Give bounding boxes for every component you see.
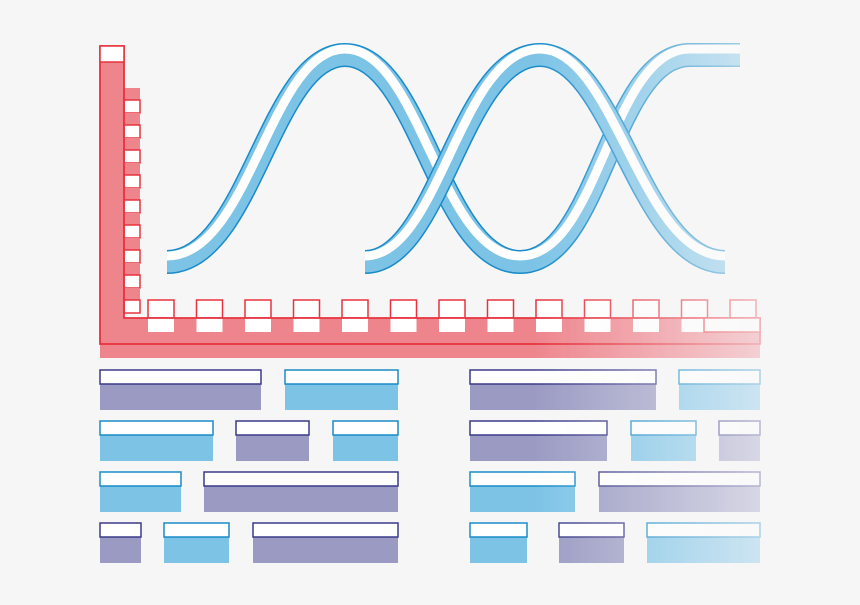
x-tick-gap <box>633 318 659 332</box>
x-tick-gap <box>390 318 417 332</box>
block-navy-top <box>235 420 310 436</box>
y-tick-gap <box>123 149 141 164</box>
x-tick-gap <box>536 318 562 332</box>
y-tick-gap <box>123 124 141 139</box>
x-tick <box>147 299 175 319</box>
block-blue-top <box>630 420 697 436</box>
y-tick-gap <box>123 249 141 264</box>
block-navy-top <box>469 420 608 436</box>
curve-b-highlight <box>364 44 726 261</box>
x-tick <box>389 299 418 319</box>
y-tick <box>124 213 140 225</box>
y-axis-bar <box>100 62 124 358</box>
x-tick-gap <box>584 318 611 332</box>
x-tick <box>195 299 224 319</box>
y-tick <box>124 138 140 150</box>
y-tick <box>124 188 140 200</box>
x-tick-gap <box>245 318 271 332</box>
y-tick-gap <box>123 174 141 189</box>
block-blue-top <box>99 471 182 487</box>
y-tick <box>124 263 140 275</box>
chart-axis-icon <box>99 45 761 358</box>
y-tick <box>124 288 140 300</box>
y-axis-cap <box>99 45 125 63</box>
bar-blocks-icon <box>99 369 761 563</box>
x-tick-gap <box>293 318 320 332</box>
x-tick <box>632 299 660 319</box>
y-tick <box>124 163 140 175</box>
x-tick <box>535 299 563 319</box>
wave-curves-icon <box>165 42 740 275</box>
x-tick <box>438 299 466 319</box>
y-tick <box>124 88 140 100</box>
block-navy-top <box>469 369 657 385</box>
block-blue-top <box>678 369 761 385</box>
y-tick-gap <box>123 299 141 314</box>
x-tick <box>341 299 369 319</box>
x-tick-gap <box>487 318 514 332</box>
block-blue-top <box>469 471 576 487</box>
block-navy-top <box>203 471 399 487</box>
block-blue-top <box>163 522 230 538</box>
x-tick <box>486 299 515 319</box>
x-tick <box>680 299 709 319</box>
y-tick-gap <box>123 274 141 289</box>
block-blue-top <box>99 420 214 436</box>
x-tick-gap <box>196 318 223 332</box>
block-navy-top <box>252 522 399 538</box>
x-tick-gap <box>681 318 708 332</box>
block-navy-top <box>558 522 625 538</box>
y-tick-gap <box>123 199 141 214</box>
block-navy-top <box>718 420 761 436</box>
x-tick-gap <box>342 318 368 332</box>
x-tick <box>292 299 321 319</box>
x-tick-gap <box>148 318 174 332</box>
block-navy-top <box>99 522 142 538</box>
y-tick <box>124 113 140 125</box>
block-blue-top <box>332 420 399 436</box>
block-blue-top <box>469 522 528 538</box>
y-tick <box>124 238 140 250</box>
block-blue-top <box>284 369 399 385</box>
block-blue-top <box>646 522 761 538</box>
y-tick-gap <box>123 99 141 114</box>
block-navy-top <box>99 369 262 385</box>
x-axis-cap <box>703 317 761 333</box>
x-tick <box>244 299 272 319</box>
y-tick-gap <box>123 224 141 239</box>
x-tick <box>729 299 757 319</box>
block-navy-top <box>598 471 761 487</box>
x-tick <box>583 299 612 319</box>
x-tick-gap <box>439 318 465 332</box>
